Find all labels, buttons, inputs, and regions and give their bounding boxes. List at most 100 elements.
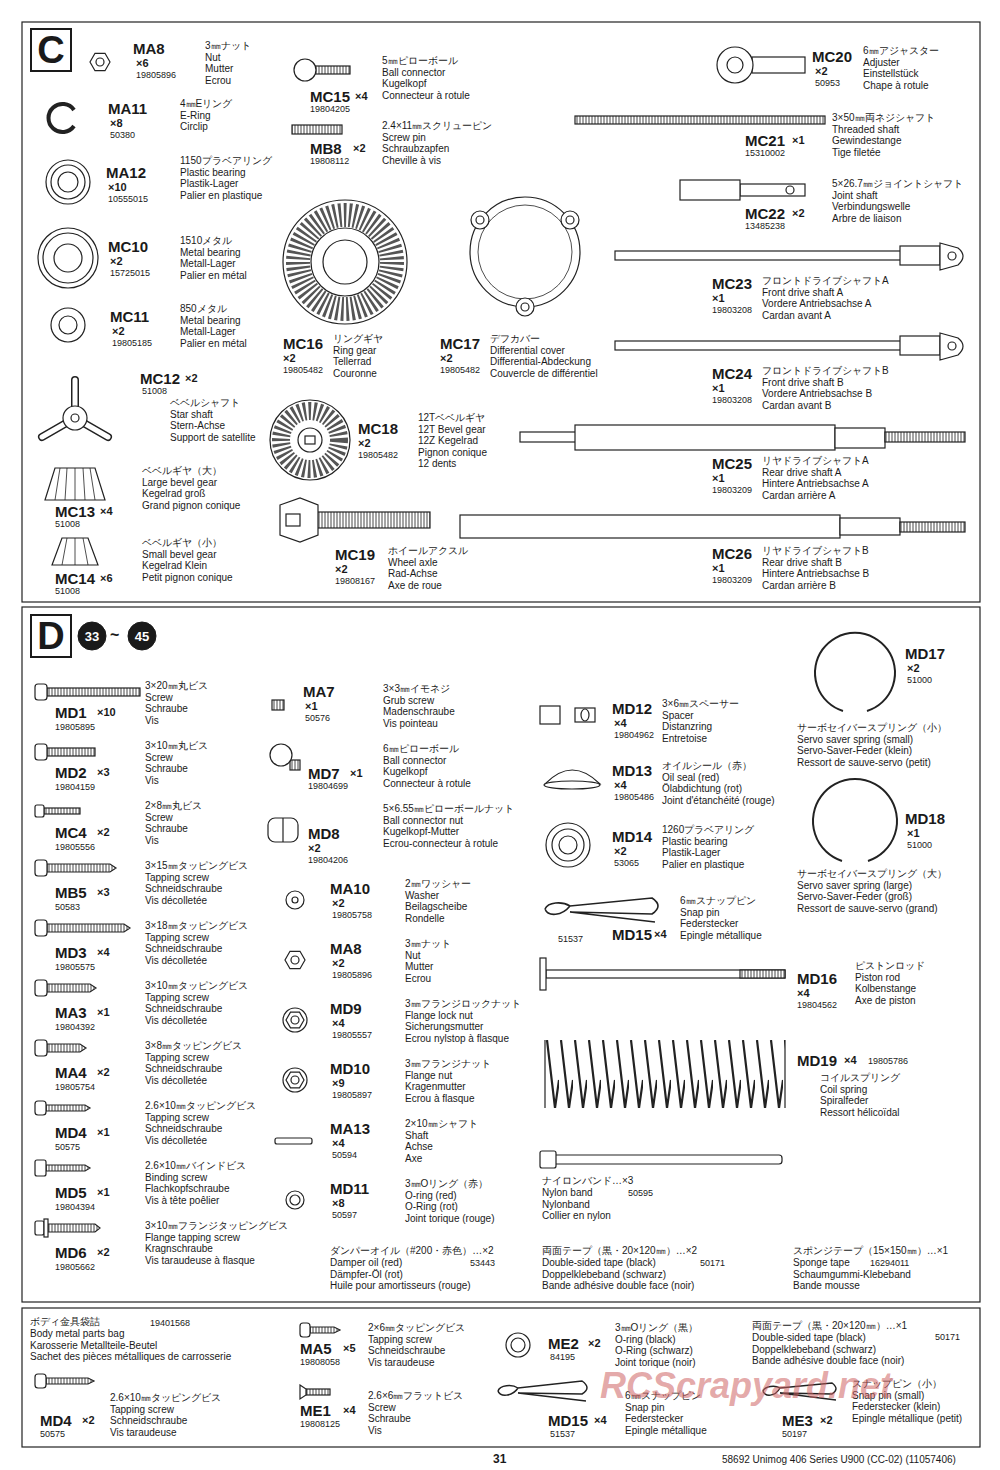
part-number: 51008 [142, 386, 167, 397]
part-description: リングギヤ [333, 333, 383, 345]
part-code: MA5 [300, 1340, 332, 1357]
adjuster-icon [717, 47, 805, 83]
part-number: 51537 [550, 1429, 575, 1440]
part-description: Axe de roue [388, 580, 442, 592]
part-code: MD1 [55, 704, 87, 721]
part-code: MD2 [55, 764, 87, 781]
oil-seal-icon [544, 770, 600, 789]
quantity: ×2 [815, 65, 828, 78]
part-code: MC20 [812, 48, 852, 65]
bevel-gear-icon [270, 400, 350, 480]
part-description: Damper oil (red) [330, 1257, 402, 1269]
part-number: 50594 [332, 1150, 357, 1161]
drive-shaft-icon [460, 515, 965, 538]
part-description: Distanzring [662, 721, 712, 733]
quantity: ×2 [332, 897, 345, 910]
nut-icon [285, 951, 305, 968]
part-description: Kugelkopf [382, 78, 426, 90]
part-number: 19804205 [310, 104, 350, 115]
quantity: ×1 [97, 1126, 110, 1139]
part-description: 6㎜スナップピン [680, 895, 756, 907]
quantity: ×1 [792, 134, 805, 147]
part-description: サーボセイバースプリング（小） [797, 722, 947, 734]
part-description: Nylonband [542, 1199, 590, 1211]
quantity: ×2 [110, 255, 123, 268]
part-description: Joint d'étanchéité (rouge) [662, 795, 775, 807]
part-description: Entretoise [662, 733, 707, 745]
part-description: ダンパーオイル（#200・赤色）…×2 [330, 1245, 494, 1257]
quantity: ×2 [440, 352, 453, 365]
part-number: 50576 [305, 713, 330, 724]
part-number: 19804962 [614, 730, 654, 741]
part-description: 3×18㎜タッピングビス [145, 920, 248, 932]
quantity: ×2 [112, 325, 125, 338]
nylon-band-icon [540, 1151, 782, 1168]
part-code: ME1 [300, 1402, 331, 1419]
part-description: Servo saver spring (large) [797, 880, 912, 892]
part-description: 1150プラベアリング [180, 155, 272, 167]
part-code: MD15 [548, 1412, 588, 1429]
part-description: Plastic bearing [180, 167, 246, 179]
part-description: Cheville à vis [382, 155, 441, 167]
part-description: Tapping screw [145, 1112, 209, 1124]
part-description: Axe [405, 1153, 422, 1165]
part-number: 51537 [558, 934, 583, 945]
part-code: MD8 [308, 825, 340, 842]
drive-shaft-icon [615, 333, 963, 360]
quantity: ×2 [358, 437, 371, 450]
quantity: ×4 [797, 987, 810, 1000]
part-description: Kragnschraube [145, 1243, 213, 1255]
part-description: Screw [145, 752, 173, 764]
part-code: MC24 [712, 365, 752, 382]
part-description: Grub screw [383, 695, 434, 707]
part-description: Tige filetée [832, 147, 881, 159]
tapping-screw-icon [35, 1040, 86, 1056]
part-number: 13485238 [745, 221, 785, 232]
part-description: ボディ金具袋詰 [30, 1316, 100, 1328]
part-description: Vis à tête poêlier [145, 1195, 219, 1207]
ring-gear-icon [283, 200, 407, 324]
part-description: 3㎜Oリング（黒） [615, 1322, 698, 1334]
part-number: 50595 [628, 1188, 653, 1199]
drive-shaft-icon [520, 425, 965, 450]
part-description: O-Ring (rot) [405, 1201, 458, 1213]
part-description: Differential cover [490, 345, 565, 357]
part-description: 3㎜Oリング（赤） [405, 1178, 488, 1190]
part-description: Rad-Achse [388, 568, 437, 580]
part-description: 両面テープ（黒・20×120㎜）…×2 [542, 1245, 697, 1257]
part-code: MD3 [55, 944, 87, 961]
part-description: 12T Bevel gear [418, 424, 486, 436]
quantity: ×1 [97, 1186, 110, 1199]
part-code: MC15 [310, 88, 350, 105]
part-description: Beilagscheibe [405, 901, 467, 913]
quantity: ×9 [332, 1077, 345, 1090]
part-number: 19805556 [55, 842, 95, 853]
quantity: ×2 [614, 845, 627, 858]
part-description: 5×6.55㎜ピローボールナット [383, 803, 514, 815]
quantity: ×4 [343, 1404, 356, 1417]
part-code: MC13 [55, 503, 95, 520]
quantity: ×8 [110, 117, 123, 130]
part-description: Nut [205, 52, 221, 64]
part-description: Federstecker [680, 918, 738, 930]
o-ring-icon [506, 1333, 530, 1357]
part-number: 50597 [332, 1210, 357, 1221]
piston-rod-icon [540, 958, 785, 990]
part-number: 19805754 [55, 1082, 95, 1093]
part-description: Ecrou [405, 973, 431, 985]
part-description: Doppelklebeband (schwarz) [752, 1344, 876, 1356]
part-description: Oil seal (red) [662, 772, 719, 784]
quantity: ×1 [712, 562, 725, 575]
panel-frame [22, 1308, 980, 1447]
quantity: ×1 [712, 292, 725, 305]
part-description: Ball connector [382, 67, 445, 79]
part-description: Double-sided tape (black) [542, 1257, 656, 1269]
part-code: MB5 [55, 884, 87, 901]
part-code: MC4 [55, 824, 87, 841]
part-description: Schneidschraube [145, 943, 222, 955]
part-description: Bande adhésive double face (noir) [752, 1355, 904, 1367]
range-separator: ~ [110, 626, 119, 644]
part-description: Gewindestange [832, 135, 902, 147]
part-description: 2.6×10㎜バインドビス [145, 1160, 246, 1172]
part-description: Snap pin [680, 907, 719, 919]
